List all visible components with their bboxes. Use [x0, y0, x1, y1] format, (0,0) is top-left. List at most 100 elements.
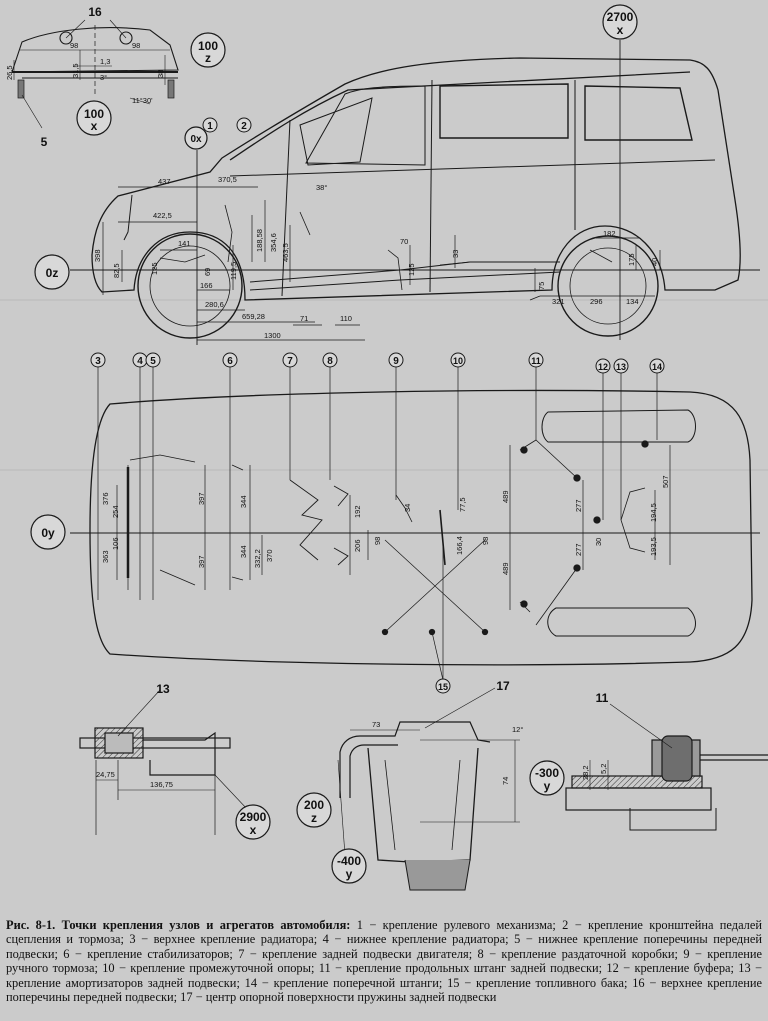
plan-dim-363: 363 [101, 550, 110, 563]
seat-dim-73: 73 [372, 720, 380, 729]
plan-dim-489-b: 489 [501, 562, 510, 575]
coord-400-value: -400 [337, 854, 361, 868]
callout-1: 1 [207, 121, 213, 132]
plan-dim-106: 106 [111, 537, 120, 550]
middle-window [439, 83, 569, 139]
dim-354-6: 354,6 [269, 233, 278, 252]
callout-5-detail: 5 [41, 135, 48, 149]
plan-dim-192: 192 [353, 505, 362, 518]
plan-dim-98-a: 98 [373, 537, 382, 545]
plan-dim-277-a: 277 [574, 499, 583, 512]
coord-100z-value: 100 [198, 39, 218, 53]
dim-110: 110 [340, 314, 352, 323]
side-dimensions: 437 370,5 422,5 141 398 82,5 125 69 166 … [93, 175, 659, 340]
coord-0y: 0y [41, 526, 55, 540]
plan-view [70, 362, 760, 681]
dim-182: 182 [603, 229, 616, 238]
crossmember-top-detail [11, 19, 179, 129]
technical-drawing: 2700 x 100 z 100 x 0x 0z 0y 2900 x 200 z… [0, 4, 768, 891]
dim-659-28: 659,28 [242, 312, 265, 321]
coord-labels: 2700 x 100 z 100 x 0x 0z 0y 2900 x 200 z… [41, 10, 633, 881]
top-dim-98-b: 98 [132, 41, 140, 50]
rear-wheel [557, 235, 659, 337]
plan-dim-206: 206 [353, 539, 362, 552]
seat-dim-74: 74 [501, 777, 510, 785]
dim-321: 321 [552, 297, 565, 306]
background-texture [0, 299, 768, 471]
bushing-dim-24-75: 24,75 [96, 770, 115, 779]
plan-dim-344-b: 344 [239, 545, 248, 558]
callout-14: 14 [652, 362, 662, 372]
dim-40: 40 [650, 258, 659, 266]
callout-13: 13 [616, 362, 626, 372]
callout-15: 15 [438, 682, 448, 692]
plan-dim-397-a: 397 [197, 492, 206, 505]
plan-dim-30: 30 [594, 538, 603, 546]
coord-300-axis: y [544, 779, 551, 793]
coord-100x-value: 100 [84, 107, 104, 121]
callout-12: 12 [598, 362, 608, 372]
plan-dim-397-b: 397 [197, 555, 206, 568]
callout-labels: 1 2 3 4 5 6 7 8 9 10 11 12 13 14 15 16 5… [41, 5, 662, 705]
dim-33: 33 [451, 250, 460, 258]
plan-dim-98-b: 98 [481, 537, 490, 545]
callout-3: 3 [95, 356, 101, 367]
plan-dim-277-b: 277 [574, 543, 583, 556]
top-dim-1-3: 1,3 [100, 57, 110, 66]
dim-38-deg: 38° [316, 183, 327, 192]
dim-463-5: 463,5 [281, 243, 290, 262]
callout-2: 2 [241, 121, 247, 132]
coord-300-value: -300 [535, 766, 559, 780]
spring-seat-detail [337, 687, 520, 891]
coord-200-axis: z [311, 811, 317, 825]
dim-175: 175 [627, 253, 636, 266]
dim-70: 70 [400, 237, 408, 246]
plan-dim-193-5: 193,5 [649, 537, 658, 556]
plan-dim-370: 370 [265, 549, 274, 562]
callout-7: 7 [287, 356, 293, 367]
a-pillar [281, 119, 291, 297]
plan-dimensions: 376 254 106 363 397 397 344 344 332,2 37… [101, 475, 670, 575]
plan-dim-34: 34 [403, 504, 412, 512]
dim-125-b: 125 [407, 263, 416, 276]
coord-2700-axis: x [617, 23, 624, 37]
windshield [299, 97, 373, 166]
dim-166: 166 [200, 281, 213, 290]
callout-4: 4 [137, 356, 143, 367]
coord-0x: 0x [190, 134, 202, 145]
plan-dim-166-4: 166,4 [455, 536, 464, 555]
dim-125: 125 [150, 262, 159, 275]
coord-0z: 0z [46, 266, 59, 280]
plan-dim-507: 507 [661, 475, 670, 488]
top-dim-3-deg: 3° [100, 73, 107, 82]
top-dim-38: 38 [156, 70, 165, 78]
dim-1300: 1300 [264, 331, 281, 340]
seat-dim-12-deg: 12° [512, 725, 523, 734]
top-dim-26-5: 26,5 [5, 65, 14, 80]
plan-dim-194-5: 194,5 [649, 503, 658, 522]
top-dim-98-a: 98 [70, 41, 78, 50]
callout-9: 9 [393, 356, 399, 367]
caption-title: Рис. 8-1. Точки крепления узлов и агрега… [6, 918, 351, 932]
dim-296: 296 [590, 297, 603, 306]
rear-spare-recess [541, 409, 696, 443]
callout-8: 8 [327, 356, 333, 367]
dim-141: 141 [178, 239, 191, 248]
rubber-mount-detail [565, 703, 768, 831]
fuel-tank-recess [547, 607, 696, 637]
rubber-dim-5-2: 5,2 [599, 764, 608, 774]
dim-398: 398 [93, 249, 102, 262]
top-dim-11-30: 11°30' [132, 96, 153, 105]
caption-text: 1 − крепление рулевого механизма; 2 − кр… [6, 918, 762, 1005]
coord-2900-axis: x [250, 823, 257, 837]
dim-370-5: 370,5 [218, 175, 237, 184]
coord-200-value: 200 [304, 798, 324, 812]
plan-dim-332-2: 332,2 [253, 549, 262, 568]
callout-17: 17 [496, 679, 510, 693]
rubber-dim-28-2: 28,2 [581, 765, 590, 780]
dim-422-5: 422,5 [153, 211, 172, 220]
underbody-outline [89, 389, 753, 666]
rear-window [584, 85, 693, 141]
plan-dim-77-5: 77,5 [458, 497, 467, 512]
